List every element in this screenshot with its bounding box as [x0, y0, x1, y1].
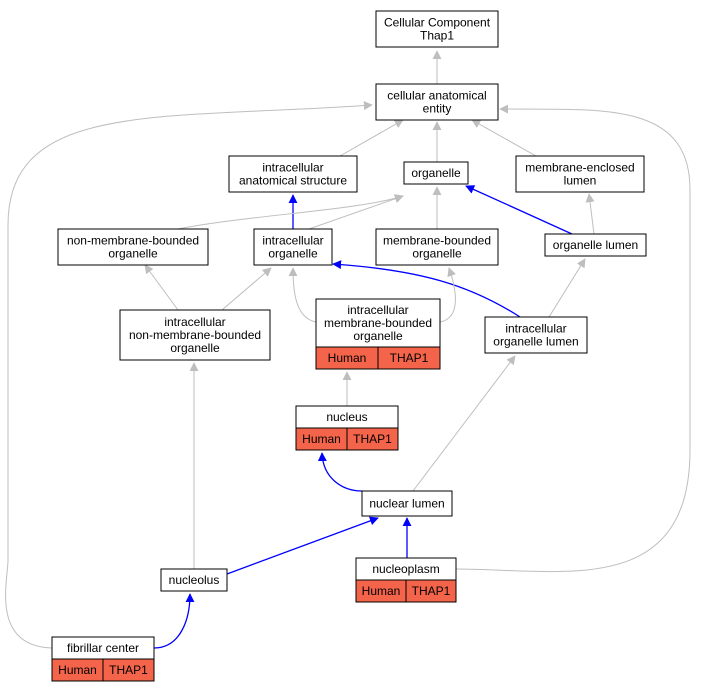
node-label-line: organelle [412, 247, 462, 261]
edge-io-to-organelle [308, 194, 404, 230]
node-box [361, 490, 453, 517]
node-label-line: organelle lumen [553, 238, 638, 252]
node-box [253, 228, 333, 266]
node-label-line: nucleoplasm [372, 562, 439, 576]
node-ol[interactable]: organelle lumen [544, 233, 647, 257]
node-box [484, 316, 588, 354]
node-label-line: intracellular [262, 234, 323, 248]
node-nucleolus[interactable]: nucleolus [160, 568, 228, 592]
node-label-line: organelle [268, 247, 318, 261]
annotation-species-label: Human [328, 351, 367, 365]
annotation-gene-cell [102, 658, 155, 682]
node-label-line: organelle [170, 341, 220, 355]
edge-ol-to-mel [585, 193, 595, 235]
edges-layer [5, 50, 691, 649]
node-imbo[interactable]: intracellularmembrane-boundedorganelleHu… [315, 298, 441, 370]
annotation-species-label: Human [362, 584, 401, 598]
node-label-line: cellular anatomical [387, 89, 486, 103]
annotation-gene-cell [346, 427, 399, 451]
annotation-species-label: Human [302, 432, 341, 446]
node-label-line: fibrillar center [67, 641, 139, 655]
annotation-gene-label: THAP1 [109, 663, 148, 677]
node-box [119, 309, 271, 361]
annotation-species-label: Human [58, 663, 97, 677]
annotation-gene-label: THAP1 [412, 584, 451, 598]
annotation-gene-label: THAP1 [390, 351, 429, 365]
edge-nucleoplasm-to-cae [455, 104, 691, 573]
edge-imbo-to-mbo [439, 267, 456, 323]
node-inmbo[interactable]: intracellularnon-membrane-boundedorganel… [119, 309, 271, 361]
node-box [403, 161, 469, 185]
edge-nmbo-to-organelle [177, 194, 404, 230]
node-label-line: entity [423, 102, 452, 116]
node-label-line: intracellular [262, 161, 323, 175]
node-box [57, 228, 209, 266]
node-nl[interactable]: nuclear lumen [361, 490, 453, 517]
node-box [375, 228, 499, 266]
annotation-gene-cell [405, 579, 457, 603]
annotation-gene-label: THAP1 [353, 432, 392, 446]
node-label-line: intracellular [505, 322, 566, 336]
edge-nucleolus-to-nl [226, 516, 379, 575]
node-label-line: membrane-enclosed [525, 161, 634, 175]
node-label-line: organelle [108, 247, 158, 261]
edge-nl-to-nucleus [317, 452, 363, 492]
node-box [544, 233, 647, 257]
edge-fc-to-nucleolus [153, 593, 195, 649]
node-label-line: lumen [564, 174, 597, 188]
node-box [515, 155, 645, 193]
node-label-line: non-membrane-bounded [129, 328, 261, 342]
edge-mel-to-cae [471, 119, 537, 157]
node-label-line: Thap1 [420, 29, 454, 43]
edge-imbo-to-io [288, 267, 317, 323]
node-label-line: intracellular [347, 303, 408, 317]
node-label-line: organelle [411, 166, 461, 180]
node-organelle[interactable]: organelle [403, 161, 469, 185]
edge-nl-to-iol [412, 355, 516, 492]
annotation-gene-cell [377, 346, 441, 370]
edge-fc-to-cae [5, 101, 373, 649]
node-label-line: membrane-bounded [383, 234, 491, 248]
node-label-line: Cellular Component [384, 16, 491, 30]
node-label-line: membrane-bounded [324, 316, 432, 330]
edge-iol-to-ol [548, 258, 586, 318]
node-label-line: nuclear lumen [369, 497, 444, 511]
node-label-line: organelle [353, 329, 403, 343]
node-box [375, 83, 499, 121]
node-box [315, 298, 441, 348]
node-label-line: intracellular [164, 315, 225, 329]
node-box [375, 10, 499, 48]
node-label-line: nucleus [326, 410, 367, 424]
edge-ol-to-organelle [465, 185, 573, 235]
node-label-line: organelle lumen [493, 335, 578, 349]
edge-inmbo-to-io [221, 267, 272, 311]
edge-inmbo-to-nmbo [144, 264, 179, 311]
node-label-line: non-membrane-bounded [67, 234, 199, 248]
node-box [228, 155, 358, 193]
edge-iol-to-io [332, 260, 521, 318]
edge-ias-to-cae [339, 119, 404, 157]
node-label-line: nucleolus [169, 573, 220, 587]
node-box [160, 568, 228, 592]
node-label-line: anatomical structure [239, 174, 347, 188]
